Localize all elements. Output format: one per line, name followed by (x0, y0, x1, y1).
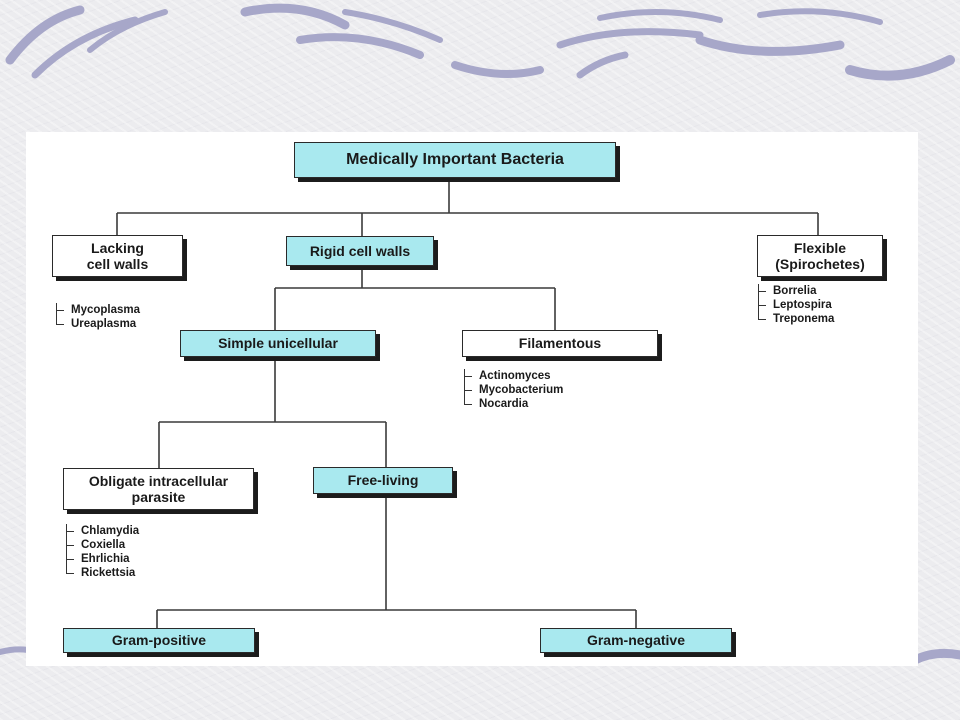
flexible-examples: Borrelia Leptospira Treponema (755, 284, 834, 326)
filamentous-examples: Actinomyces Mycobacterium Nocardia (461, 369, 563, 411)
root-node: Medically Important Bacteria (294, 142, 616, 178)
example-ehrlichia: Ehrlichia (63, 545, 139, 566)
example-mycobacterium: Mycobacterium (461, 376, 563, 397)
example-treponema: Treponema (755, 305, 834, 326)
decorative-swoosh-top (5, 3, 955, 81)
lacking-cell-walls-examples: Mycoplasma Ureaplasma (53, 303, 140, 331)
example-coxiella: Coxiella (63, 531, 139, 552)
rigid-cell-walls-node: Rigid cell walls (286, 236, 434, 266)
example-nocardia: Nocardia (461, 390, 563, 411)
simple-unicellular-node: Simple unicellular (180, 330, 376, 357)
example-mycoplasma: Mycoplasma (53, 303, 140, 317)
lacking-cell-walls-node: Lacking cell walls (52, 235, 183, 277)
tree-connectors (116, 177, 819, 628)
example-rickettsia: Rickettsia (63, 559, 139, 580)
decorative-swoosh-bottom (0, 646, 960, 665)
example-leptospira: Leptospira (755, 291, 834, 312)
filamentous-node: Filamentous (462, 330, 658, 357)
example-chlamydia: Chlamydia (63, 524, 139, 538)
obligate-intracellular-examples: Chlamydia Coxiella Ehrlichia Rickettsia (63, 524, 139, 580)
free-living-node: Free-living (313, 467, 453, 494)
gram-negative-node: Gram-negative (540, 628, 732, 653)
example-actinomyces: Actinomyces (461, 369, 563, 383)
flexible-spirochetes-node: Flexible (Spirochetes) (757, 235, 883, 277)
example-ureaplasma: Ureaplasma (53, 310, 140, 331)
classification-diagram: Medically Important Bacteria Lacking cel… (26, 132, 918, 666)
example-borrelia: Borrelia (755, 284, 834, 298)
obligate-intracellular-parasite-node: Obligate intracellular parasite (63, 468, 254, 510)
gram-positive-node: Gram-positive (63, 628, 255, 653)
